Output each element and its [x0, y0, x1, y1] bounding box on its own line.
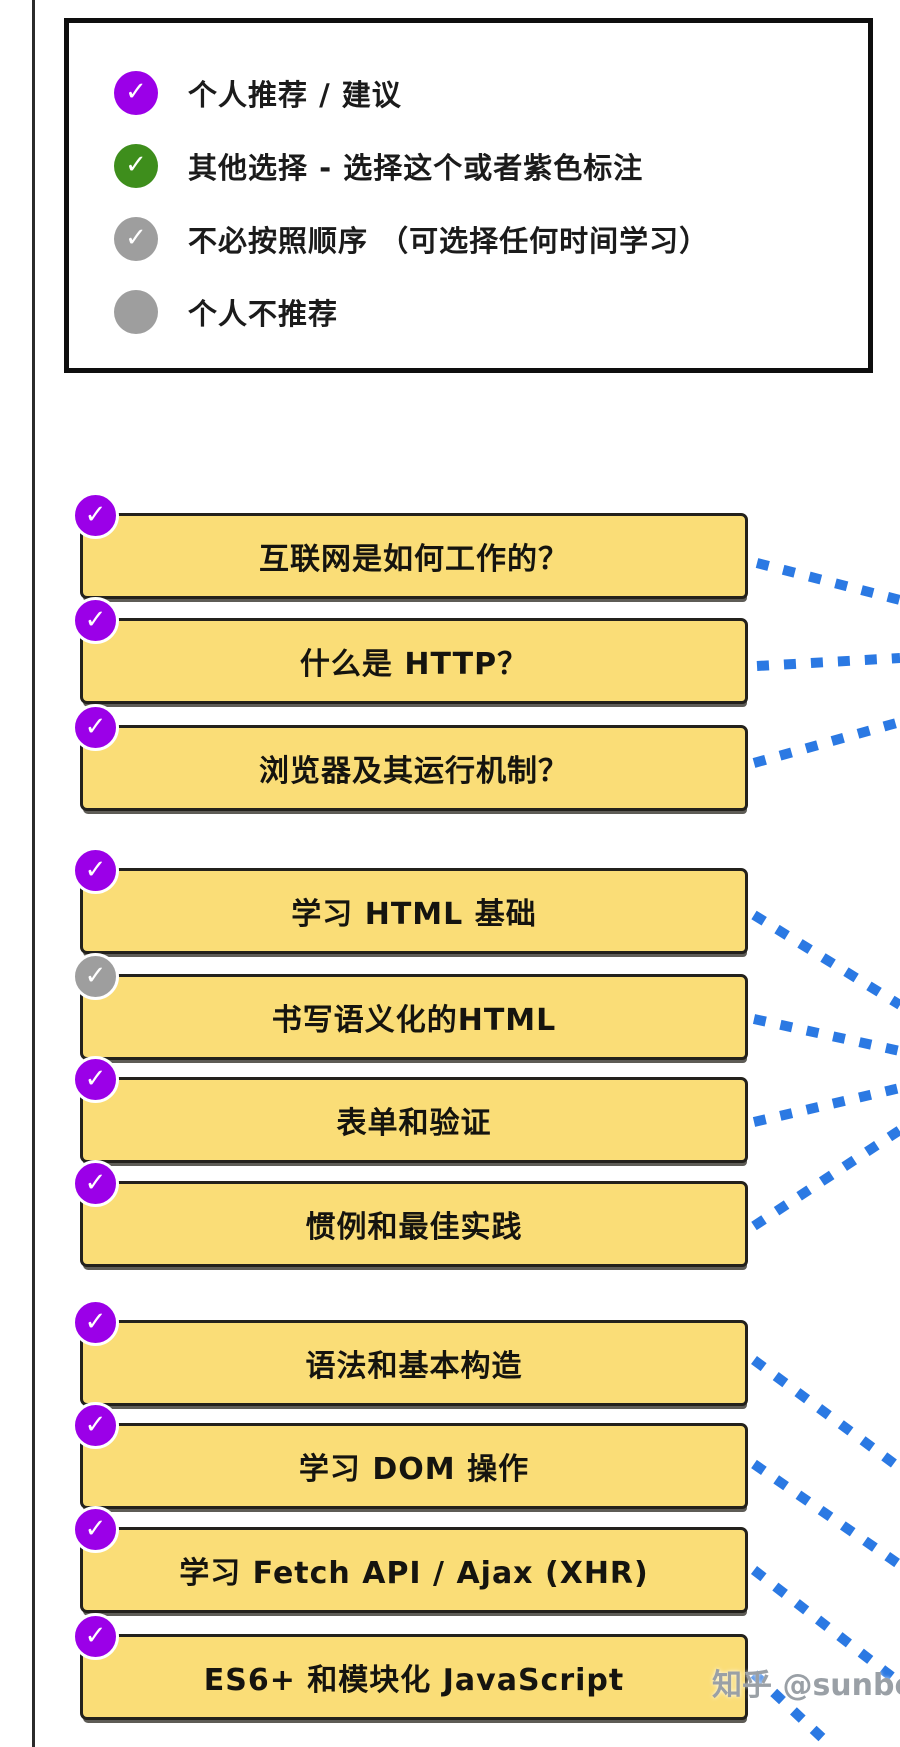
- node-what-is-http[interactable]: ✓ 什么是 HTTP？: [72, 597, 748, 704]
- node-es6-modular-js[interactable]: ✓ ES6+ 和模块化 JavaScript: [72, 1613, 748, 1720]
- gray-dot-icon: [114, 290, 158, 334]
- watermark: 知乎 @sunboy: [712, 1668, 900, 1703]
- node-label: 学习 Fetch API / Ajax (XHR): [179, 1556, 649, 1591]
- node-dom-manipulation[interactable]: ✓ 学习 DOM 操作: [72, 1402, 748, 1509]
- purple-check-badge: ✓: [72, 704, 119, 751]
- purple-check-badge: ✓: [72, 1299, 119, 1346]
- purple-check-badge: ✓: [72, 1506, 119, 1553]
- node-label: 书写语义化的HTML: [271, 1003, 557, 1038]
- node-semantic-html[interactable]: ✓ 书写语义化的HTML: [72, 953, 748, 1060]
- node-label: 浏览器及其运行机制？: [259, 754, 569, 789]
- check-icon: ✓: [84, 854, 107, 885]
- node-label: 学习 HTML 基础: [291, 897, 537, 932]
- check-icon: ✓: [84, 1409, 107, 1440]
- node-browsers-how-they-work[interactable]: ✓ 浏览器及其运行机制？: [72, 704, 748, 811]
- dotted-connector: [756, 653, 900, 671]
- node-label: 什么是 HTTP？: [299, 647, 529, 682]
- dotted-connector: [750, 1670, 836, 1747]
- legend-item-label: 个人不推荐: [188, 297, 339, 331]
- node-label: 互联网是如何工作的？: [259, 542, 569, 577]
- node-label: 惯例和最佳实践: [305, 1210, 523, 1245]
- legend-item-label: 个人推荐 / 建议: [188, 78, 402, 112]
- legend-item-label: 其他选择 - 选择这个或者紫色标注: [188, 151, 644, 185]
- dotted-connector: [752, 1014, 900, 1056]
- check-icon: ✓: [125, 150, 147, 180]
- check-icon: ✓: [84, 1063, 107, 1094]
- check-icon: ✓: [84, 1620, 107, 1651]
- node-label: 表单和验证: [336, 1106, 492, 1141]
- legend-item-not-recommended: 个人不推荐: [114, 290, 868, 334]
- node-conventions-best-practices[interactable]: ✓ 惯例和最佳实践: [72, 1160, 748, 1267]
- node-how-internet-works[interactable]: ✓ 互联网是如何工作的？: [72, 492, 748, 599]
- node-learn-html-basics[interactable]: ✓ 学习 HTML 基础: [72, 847, 748, 954]
- node-label: 语法和基本构造: [305, 1349, 523, 1384]
- purple-check-badge: ✓: [72, 597, 119, 644]
- node-forms-validation[interactable]: ✓ 表单和验证: [72, 1056, 748, 1163]
- check-icon: ✓: [125, 77, 147, 107]
- legend-item-alternative-option: ✓ 其他选择 - 选择这个或者紫色标注: [114, 144, 868, 188]
- check-icon: ✓: [84, 499, 107, 530]
- check-icon: ✓: [84, 960, 107, 991]
- legend-item-personal-recommendation: ✓ 个人推荐 / 建议: [114, 71, 868, 115]
- purple-check-badge: ✓: [72, 1160, 119, 1207]
- green-check-icon: ✓: [114, 144, 158, 188]
- check-icon: ✓: [84, 1167, 107, 1198]
- node-label: 学习 DOM 操作: [298, 1452, 530, 1487]
- dotted-connector: [752, 1083, 900, 1127]
- dotted-connector: [751, 1459, 900, 1570]
- legend-box: ✓ 个人推荐 / 建议 ✓ 其他选择 - 选择这个或者紫色标注 ✓ 不必按照顺序…: [64, 18, 873, 373]
- purple-check-icon: ✓: [114, 71, 158, 115]
- check-icon: ✓: [84, 711, 107, 742]
- dotted-connector: [751, 1125, 900, 1231]
- check-icon: ✓: [125, 223, 147, 253]
- dotted-connector: [755, 558, 900, 605]
- purple-check-badge: ✓: [72, 1402, 119, 1449]
- legend-item-label: 不必按照顺序 （可选择任何时间学习）: [188, 224, 710, 258]
- purple-check-badge: ✓: [72, 492, 119, 539]
- dotted-connector: [752, 717, 900, 768]
- legend-item-any-order: ✓ 不必按照顺序 （可选择任何时间学习）: [114, 217, 868, 261]
- purple-check-badge: ✓: [72, 1613, 119, 1660]
- purple-check-badge: ✓: [72, 1056, 119, 1103]
- node-syntax-constructs[interactable]: ✓ 语法和基本构造: [72, 1299, 748, 1406]
- node-fetch-ajax-xhr[interactable]: ✓ 学习 Fetch API / Ajax (XHR): [72, 1506, 748, 1613]
- gray-check-icon: ✓: [114, 217, 158, 261]
- purple-check-badge: ✓: [72, 847, 119, 894]
- dotted-connector: [751, 910, 900, 1010]
- check-icon: ✓: [84, 1306, 107, 1337]
- check-icon: ✓: [84, 604, 107, 635]
- check-icon: ✓: [84, 1513, 107, 1544]
- dotted-connector: [750, 1566, 900, 1687]
- dotted-connector: [751, 1355, 900, 1473]
- left-spine-line: [32, 0, 35, 1747]
- gray-check-badge: ✓: [72, 953, 119, 1000]
- node-label: ES6+ 和模块化 JavaScript: [203, 1663, 625, 1698]
